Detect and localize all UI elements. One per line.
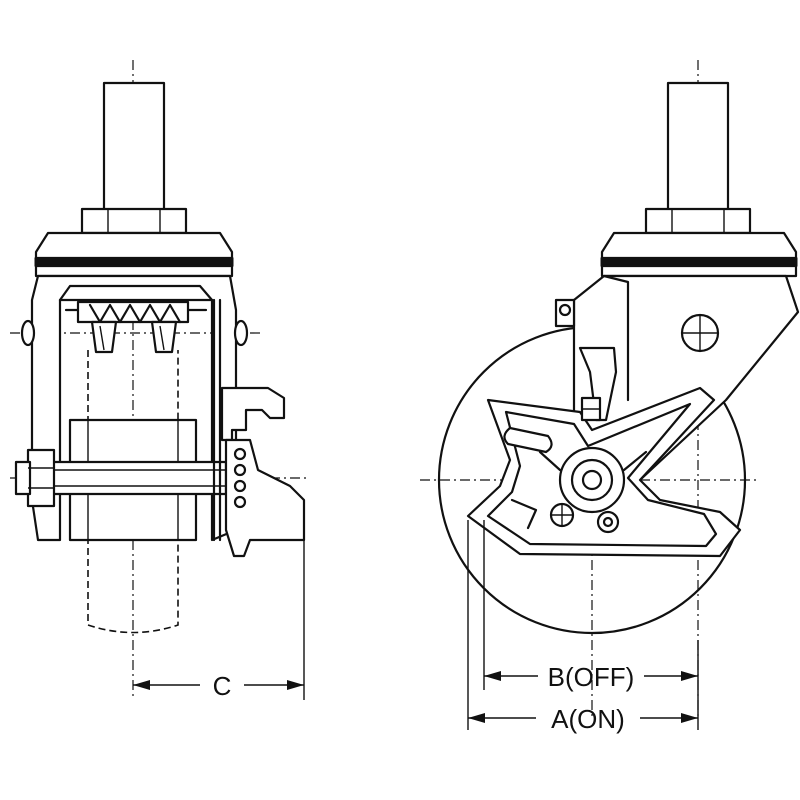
side-top-plate (600, 231, 798, 260)
side-view: B(OFF) A(ON) (420, 60, 800, 734)
front-view: C (10, 60, 310, 701)
front-top-plate (34, 231, 234, 260)
front-left-boss (20, 319, 36, 347)
front-right-boss (233, 319, 249, 347)
side-plate-slot (503, 426, 553, 454)
front-brake-lever-top (220, 386, 286, 442)
side-axle (581, 469, 603, 491)
dim-a-arrow-right (681, 713, 698, 723)
side-bearing-race (600, 257, 798, 267)
front-wheel-hidden (87, 350, 179, 634)
front-nut (80, 207, 188, 235)
dim-b-arrow-right (681, 671, 698, 681)
dim-c-arrow-right (287, 680, 304, 690)
side-stem (666, 81, 730, 212)
side-brake-link (578, 346, 618, 422)
front-axle-bolt (48, 460, 228, 496)
front-axle-nut (26, 448, 56, 508)
dim-c-label: C (213, 671, 232, 701)
dim-b-arrow-left (484, 671, 501, 681)
front-stem (102, 81, 166, 212)
dim-a-arrow-left (468, 713, 485, 723)
dim-a-label: A(ON) (551, 704, 625, 734)
side-nut (644, 207, 752, 235)
front-bearing-race (34, 257, 234, 267)
dim-b-label: B(OFF) (548, 662, 635, 692)
dim-c-arrow-left (133, 680, 150, 690)
